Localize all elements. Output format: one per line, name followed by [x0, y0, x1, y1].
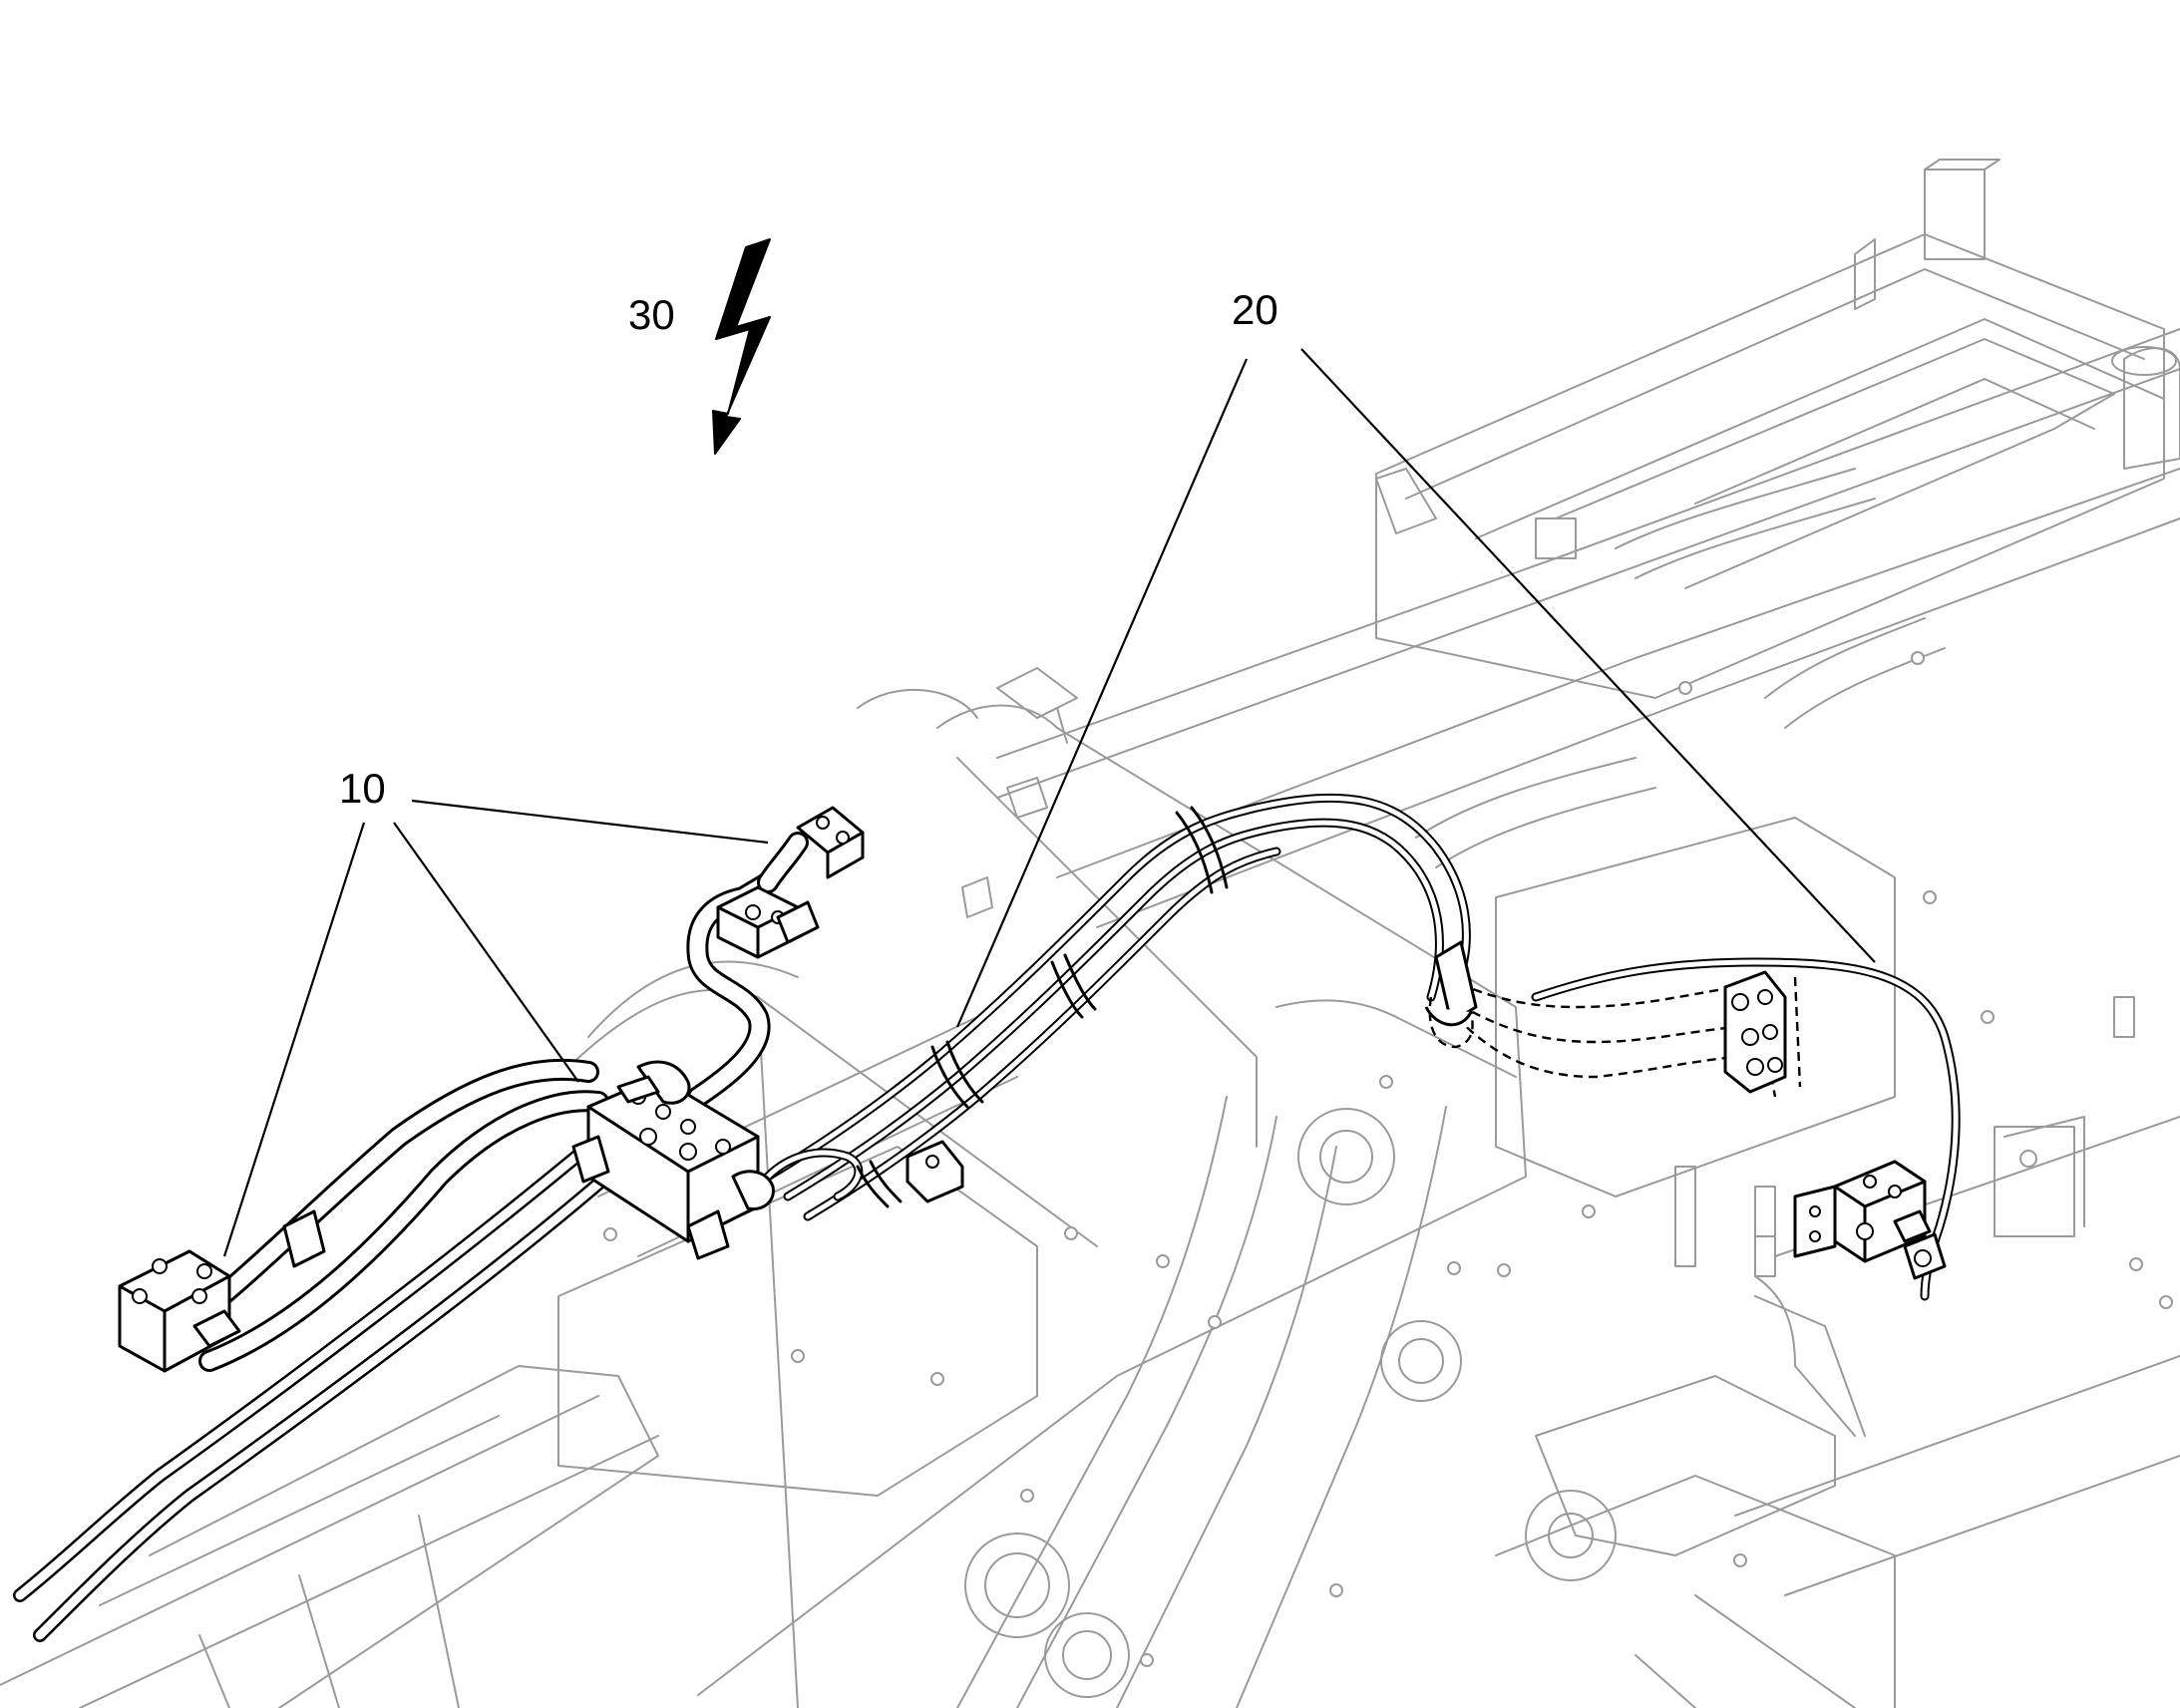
callout-30: 30: [628, 238, 771, 455]
callout-20: 20: [955, 286, 1876, 1028]
leader-line-10-b: [393, 822, 579, 1083]
s-tube-to-upper-clamp: [686, 832, 809, 1108]
upper-clamp-blocks: [716, 806, 964, 1203]
leader-line-20-a: [955, 358, 1249, 1028]
leader-line-10-a: [222, 822, 366, 1257]
callout-10: 10: [222, 765, 769, 1257]
leader-line-10-c: [411, 799, 769, 845]
left-hose-clamp-block: [118, 1209, 326, 1373]
hydraulic-lines: [13, 793, 1961, 1642]
callout-label-10: 10: [339, 765, 386, 812]
callout-label-20: 20: [1232, 286, 1278, 333]
callout-label-30: 30: [628, 291, 675, 338]
hose-left-to-valve: [198, 1058, 609, 1372]
main-control-valve: [571, 1060, 775, 1260]
background-bolts: [603, 651, 2173, 1667]
tubes-down-boom: [13, 1140, 625, 1642]
lightning-bolt-icon: [712, 238, 771, 455]
hose-ends-near-boom: [1424, 940, 1478, 1027]
right-valve-block: [1793, 1160, 1947, 1280]
hose-to-right-valve: [1531, 957, 1961, 1301]
leader-line-20-b: [1300, 348, 1876, 963]
machine-frame-background: [0, 159, 2180, 1708]
hose-clamp-straps: [856, 806, 1229, 1208]
right-fitting-cluster: [1723, 970, 1787, 1094]
hose-bundle-to-right: [763, 793, 1471, 1221]
